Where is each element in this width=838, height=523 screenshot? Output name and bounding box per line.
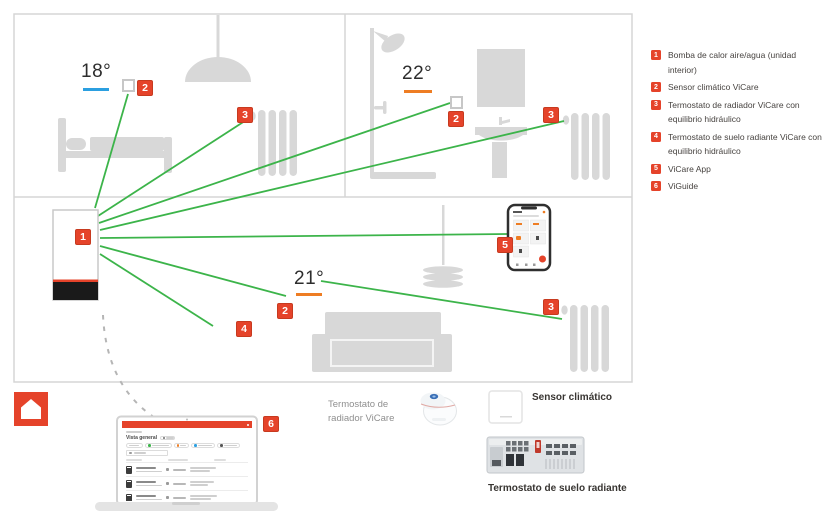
- bathroom-temp-underline: [404, 90, 432, 93]
- sink-icon: [475, 117, 527, 178]
- viguide-table-header: [126, 459, 248, 461]
- legend-label-6: ViGuide: [668, 181, 699, 191]
- legend-label-5: ViCare App: [668, 163, 711, 174]
- marker-bedroom-sensor: 2: [137, 80, 153, 96]
- radiator-bathroom-icon: [562, 113, 610, 180]
- house-walls: [13, 13, 633, 383]
- bathroom-temperature: 22°: [402, 63, 433, 84]
- legend-badge-1: 1: [651, 50, 661, 60]
- bathroom-climate-sensor: [450, 96, 463, 109]
- marker-living-radiator: 3: [543, 299, 559, 315]
- connection-lines: [94, 93, 565, 327]
- viguide-toggle: [160, 436, 176, 440]
- legend-item-2: 2 Sensor climático ViCare: [651, 80, 827, 95]
- pendant-lamp-icon: [185, 15, 251, 82]
- viguide-header-bar: [122, 421, 252, 428]
- climate-sensor-device-icon: [488, 390, 523, 424]
- radiator-bedroom-icon: [249, 110, 297, 176]
- marker-bathroom-sensor: 2: [448, 111, 464, 127]
- legend-badge-3: 3: [651, 99, 661, 110]
- marker-bathroom-radiator: 3: [543, 107, 559, 123]
- wireless-signal-arc: [102, 314, 163, 423]
- viguide-table-row: [126, 490, 248, 501]
- bed-icon: [58, 118, 172, 173]
- caption-climate-sensor: Sensor climático: [532, 392, 613, 403]
- radiator-thermostat-device-icon: [420, 392, 457, 426]
- legend-item-4: 4 Termostato de suelo radiante ViCare co…: [651, 130, 827, 159]
- viguide-screen-title: Vista general: [126, 435, 158, 441]
- legend-badge-2: 2: [651, 82, 661, 92]
- marker-floor-thermostat: 4: [236, 321, 252, 337]
- legend-badge-5: 5: [651, 163, 661, 174]
- legend-item-1: 1 Bomba de calor aire/agua (unidad inter…: [651, 48, 827, 77]
- legend-item-5: 5 ViCare App: [651, 162, 827, 177]
- marker-living-sensor: 2: [277, 303, 293, 319]
- legend-label-2: Sensor climático ViCare: [668, 82, 759, 92]
- marker-vicare-app: 5: [497, 237, 513, 253]
- radiator-living-icon: [561, 305, 609, 372]
- brand-house-icon: [14, 392, 48, 426]
- shower-icon: [370, 28, 436, 179]
- legend-badge-4: 4: [651, 131, 661, 142]
- sofa-icon: [312, 312, 452, 372]
- viguide-search-field: [126, 450, 168, 456]
- viguide-screen: Vista general: [122, 421, 252, 501]
- bedroom-temperature: 18°: [81, 61, 112, 82]
- caption-floor-thermostat: Termostato de suelo radiante: [488, 483, 627, 494]
- living-temperature: 21°: [294, 268, 325, 289]
- heat-pump-unit: [52, 209, 99, 301]
- viguide-table-row: [126, 476, 248, 490]
- legend-badge-6: 6: [651, 181, 661, 191]
- pendant-lamp-living-icon: [423, 205, 463, 288]
- toilet-icon: [477, 49, 525, 107]
- living-temp-underline: [296, 293, 322, 296]
- marker-bedroom-radiator: 3: [237, 107, 253, 123]
- vicare-app-phone: [506, 203, 552, 272]
- floor-thermostat-device-icon: [486, 436, 585, 474]
- legend-label-3: Termostato de radiador ViCare con equili…: [668, 99, 800, 125]
- legend-item-3: 3 Termostato de radiador ViCare con equi…: [651, 98, 827, 127]
- legend: 1 Bomba de calor aire/agua (unidad inter…: [651, 48, 827, 197]
- legend-item-6: 6 ViGuide: [651, 179, 827, 194]
- caption-radiator-thermostat: Termostato de radiador ViCare: [328, 399, 395, 424]
- viguide-filter-chips: [126, 443, 248, 448]
- bedroom-climate-sensor: [122, 79, 135, 92]
- viguide-table-row: [126, 462, 248, 476]
- marker-viguide: 6: [263, 416, 279, 432]
- bedroom-temp-underline: [83, 88, 109, 91]
- legend-label-4: Termostato de suelo radiante ViCare con …: [668, 131, 822, 157]
- legend-label-1: Bomba de calor aire/agua (unidad interio…: [668, 50, 797, 75]
- marker-heat-pump: 1: [75, 229, 91, 245]
